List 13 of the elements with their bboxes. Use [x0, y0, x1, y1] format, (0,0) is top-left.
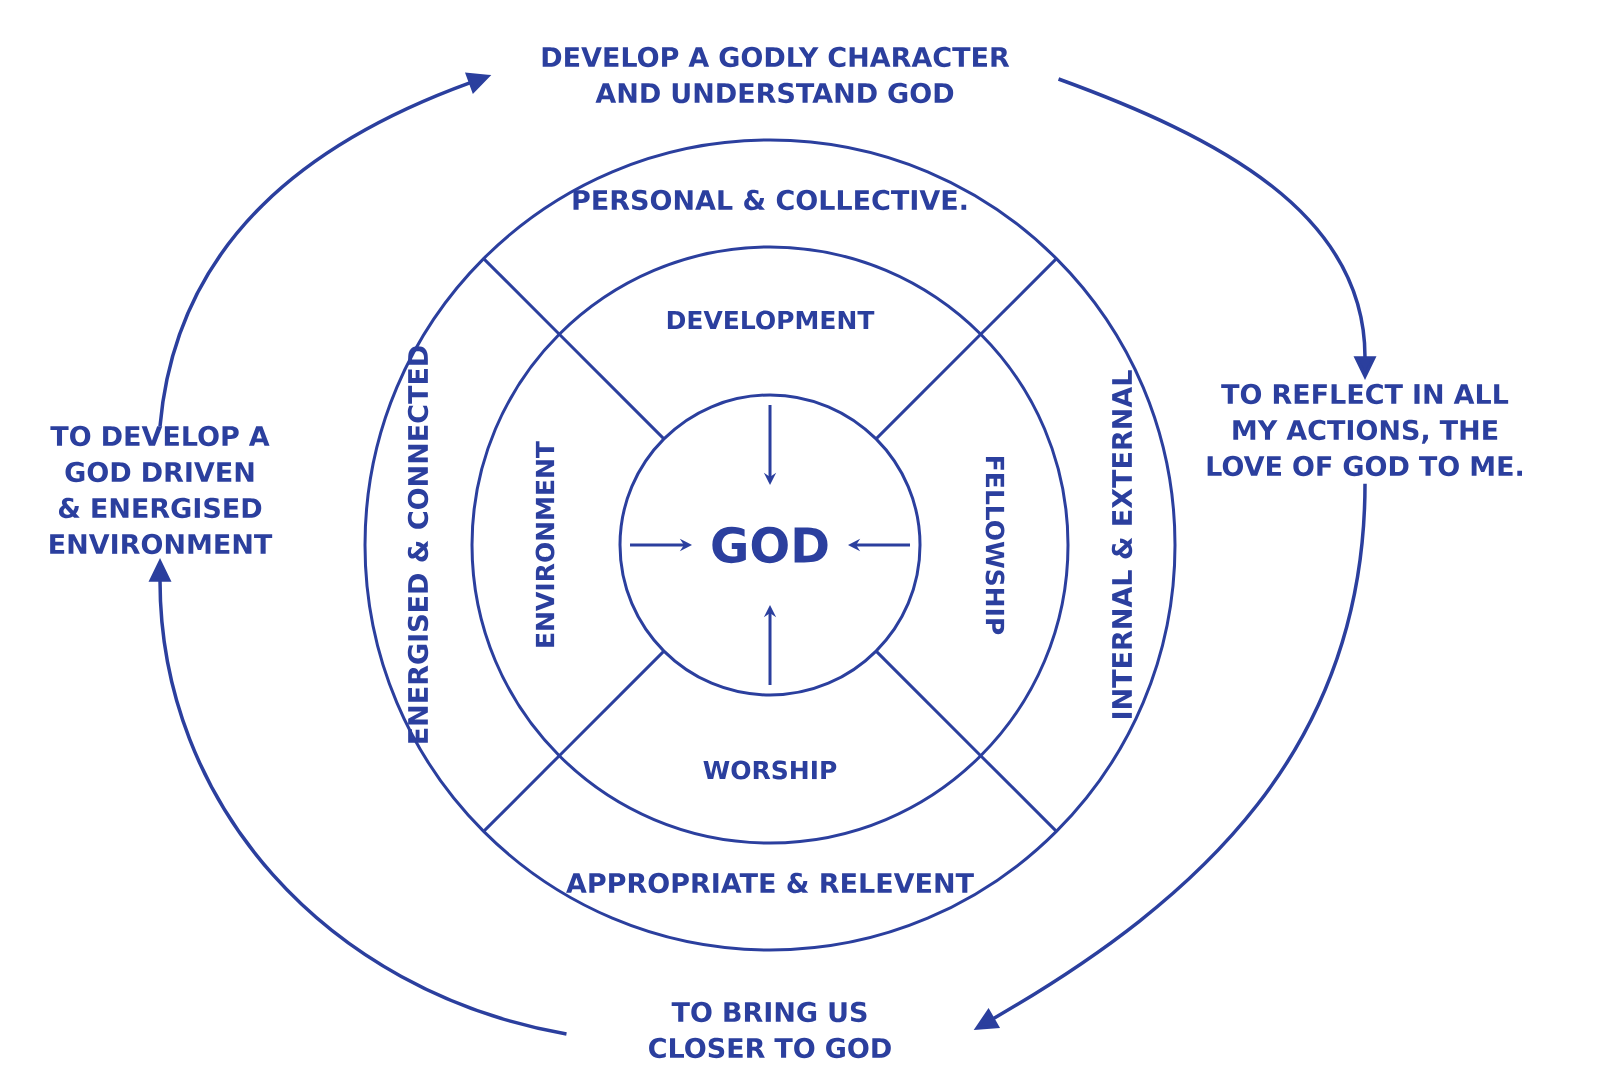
ring-label: ENVIRONMENT: [535, 441, 555, 647]
goal-text: DEVELOP A GODLY CHARACTER AND UNDERSTAND GOD: [542, 46, 1010, 104]
ring-label: PERSONAL & COLLECTIVE.: [573, 189, 967, 211]
center-label: GOD: [712, 526, 828, 564]
ring-label: DEVELOPMENT: [667, 310, 875, 330]
goal-text: TO DEVELOP A GOD DRIVEN & ENERGISED ENVIRONMENT: [50, 425, 273, 555]
goal-text: TO BRING US CLOSER TO GOD: [649, 1001, 891, 1059]
ring-label: APPROPRIATE & RELEVENT: [566, 872, 974, 894]
ring-label: FELLOWSHIP: [985, 457, 1005, 635]
goal-text: TO REFLECT IN ALL MY ACTIONS, THE LOVE OF GOD TO ME.: [1207, 383, 1523, 477]
ring-label: INTERNAL & EXTERNAL: [1111, 370, 1133, 718]
ring-label: ENERGISED & CONNECTED: [407, 346, 429, 743]
ring-label: WORSHIP: [703, 760, 837, 780]
